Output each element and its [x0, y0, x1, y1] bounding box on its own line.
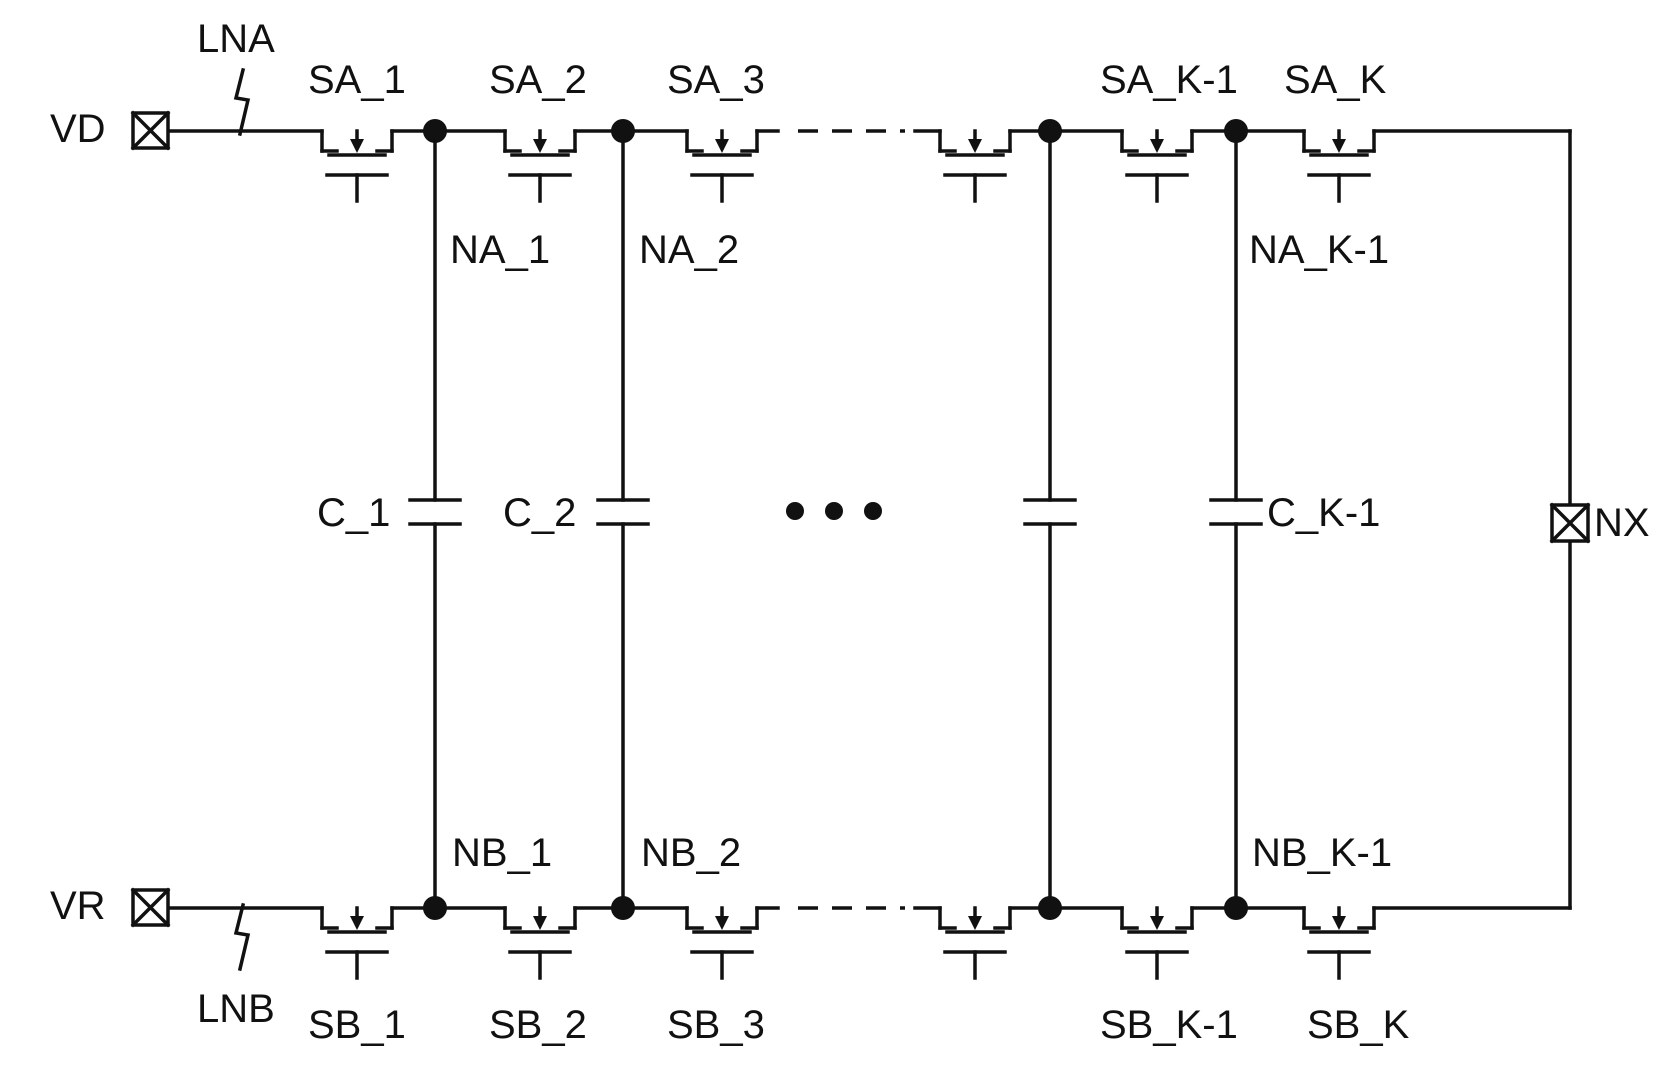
vd-label: VD	[50, 107, 106, 151]
transistors-bottom	[320, 906, 1376, 980]
transistor-sb-k-minus-2	[938, 906, 1012, 980]
c-k-1-label: C_K-1	[1267, 491, 1380, 535]
sb-k-1-label: SB_K-1	[1100, 1003, 1238, 1047]
transistor-sa-k	[1302, 129, 1376, 203]
branch-1	[408, 129, 462, 910]
branch-k-1	[1209, 129, 1263, 910]
nx-label: NX	[1594, 501, 1650, 545]
lnb-line-marker-icon	[233, 902, 251, 972]
sb-2-label: SB_2	[489, 1003, 587, 1047]
sb-3-label: SB_3	[667, 1003, 765, 1047]
transistor-sb-3	[685, 906, 759, 980]
transistor-sa-1	[320, 129, 394, 203]
sb-1-label: SB_1	[308, 1003, 406, 1047]
lna-label: LNA	[197, 17, 275, 61]
vr-pad-icon	[130, 887, 171, 928]
transistor-sb-k-1	[1120, 906, 1194, 980]
nb-2-label: NB_2	[641, 831, 741, 875]
sa-k-label: SA_K	[1284, 58, 1387, 102]
lnb-label: LNB	[197, 987, 275, 1031]
lna-line-marker-icon	[233, 67, 251, 137]
junction-nodes	[423, 119, 1248, 920]
c-2-label: C_2	[503, 491, 576, 535]
transistor-sb-1	[320, 906, 394, 980]
nx-pad-icon	[1549, 502, 1591, 544]
na-1-label: NA_1	[450, 228, 550, 272]
nb-1-label: NB_1	[452, 831, 552, 875]
transistor-sb-2	[503, 906, 577, 980]
ellipsis-icon	[786, 502, 882, 520]
na-2-label: NA_2	[639, 228, 739, 272]
sa-1-label: SA_1	[308, 58, 406, 102]
c-1-label: C_1	[317, 491, 390, 535]
transistor-sa-2	[503, 129, 577, 203]
sa-3-label: SA_3	[667, 58, 765, 102]
sb-k-label: SB_K	[1307, 1003, 1410, 1047]
branch-k-2	[1023, 129, 1077, 910]
transistors-top	[320, 129, 1376, 203]
branch-2	[596, 129, 650, 910]
nb-k-1-label: NB_K-1	[1252, 831, 1392, 875]
transistor-sa-3	[685, 129, 759, 203]
transistor-sa-k-1	[1120, 129, 1194, 203]
na-k-1-label: NA_K-1	[1249, 228, 1389, 272]
vd-pad-icon	[130, 110, 171, 151]
transistor-sa-k-minus-2	[938, 129, 1012, 203]
transistor-sb-k	[1302, 906, 1376, 980]
sa-2-label: SA_2	[489, 58, 587, 102]
sa-k-1-label: SA_K-1	[1100, 58, 1238, 102]
vr-label: VR	[50, 884, 106, 928]
